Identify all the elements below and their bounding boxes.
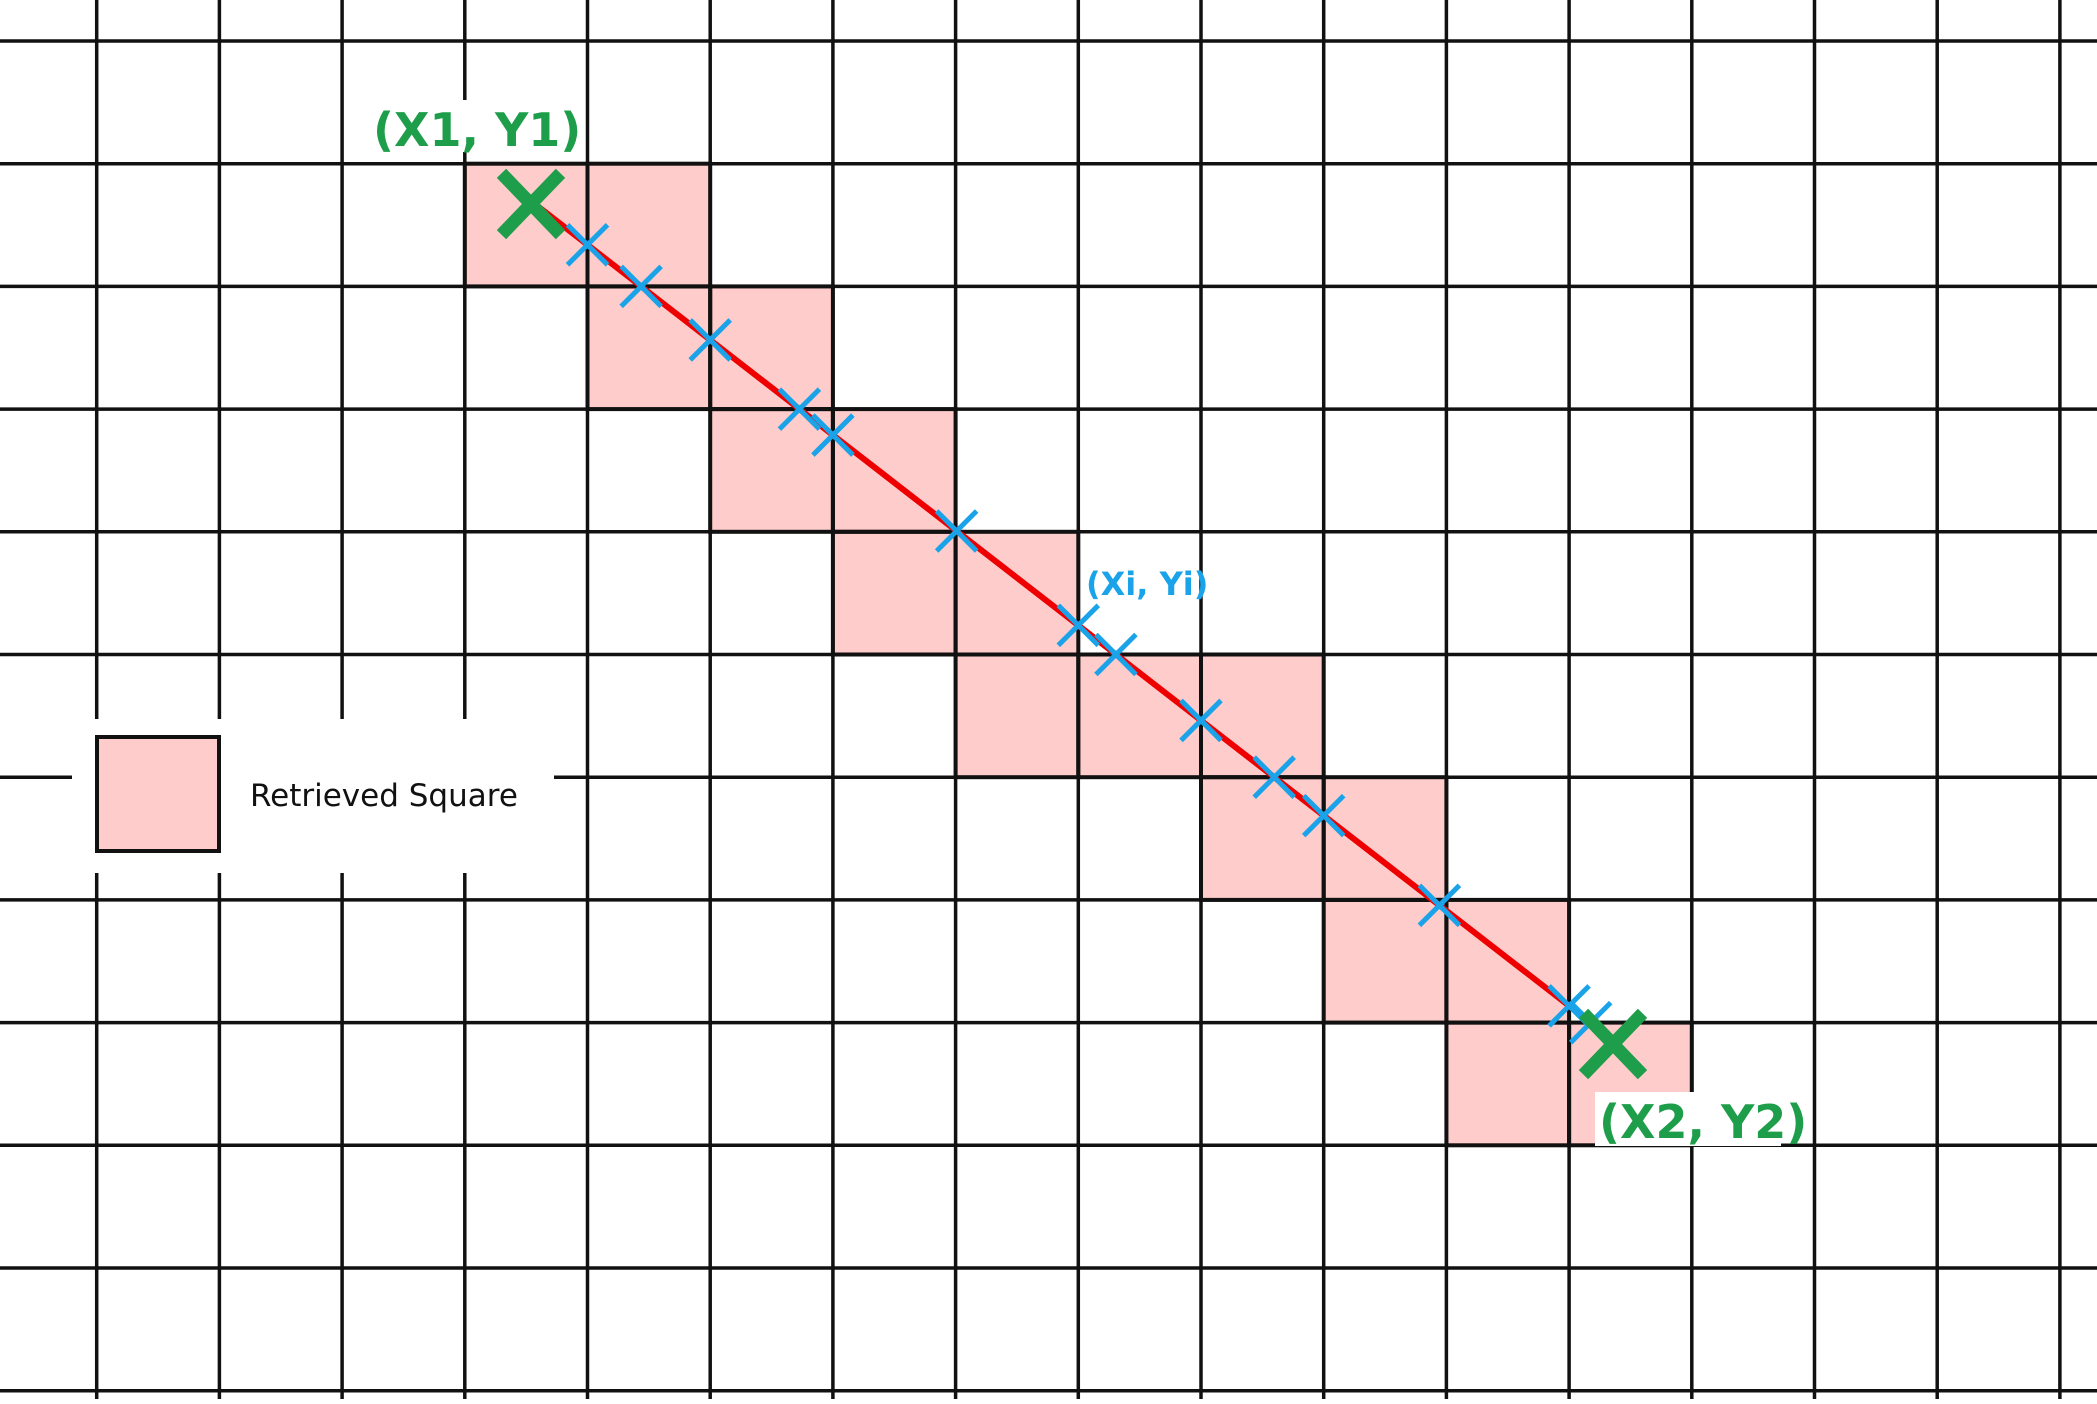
- retrieved-square: [587, 163, 711, 287]
- intersection-cross-icon: [619, 264, 663, 309]
- intersection-cross-icon: [1056, 603, 1101, 648]
- intersection-cross-icon: [1417, 883, 1462, 928]
- retrieved-square: [464, 163, 588, 287]
- start-label-bg: [368, 100, 554, 152]
- end-marker-icon: [1578, 1008, 1648, 1080]
- retrieved-square: [1446, 1022, 1570, 1146]
- retrieved-square: [710, 409, 833, 532]
- intersection-cross-icon: [777, 387, 822, 431]
- intersection-cross-icon: [1179, 698, 1223, 743]
- retrieved-square-borders: [462, 161, 1694, 1148]
- intersection-cross-icon: [1301, 793, 1346, 838]
- end-point-label: (X2, Y2): [1599, 1095, 1807, 1149]
- legend: Retrieved Square: [72, 719, 554, 873]
- retrieved-square: [955, 531, 1079, 655]
- legend-swatch: [95, 735, 221, 853]
- start-marker-icon: [496, 168, 566, 240]
- retrieved-square: [955, 654, 1079, 778]
- retrieved-square: [587, 286, 711, 410]
- legend-label: Retrieved Square: [250, 778, 518, 814]
- intersection-cross-icon: [1252, 755, 1296, 799]
- end-label-bg: [1595, 1092, 1781, 1146]
- intersection-cross-icon: [565, 223, 610, 267]
- intersection-cross-icon: [688, 318, 732, 362]
- intersection-cross-icon: [1094, 632, 1138, 677]
- intermediate-point-label: (Xi, Yi): [1086, 565, 1208, 603]
- start-point-label: (X1, Y1): [373, 103, 581, 157]
- intersection-cross-icon: [811, 413, 855, 457]
- retrieved-square: [832, 531, 956, 655]
- intersection-cross-icon: [934, 509, 979, 553]
- retrieved-square: [1201, 654, 1324, 778]
